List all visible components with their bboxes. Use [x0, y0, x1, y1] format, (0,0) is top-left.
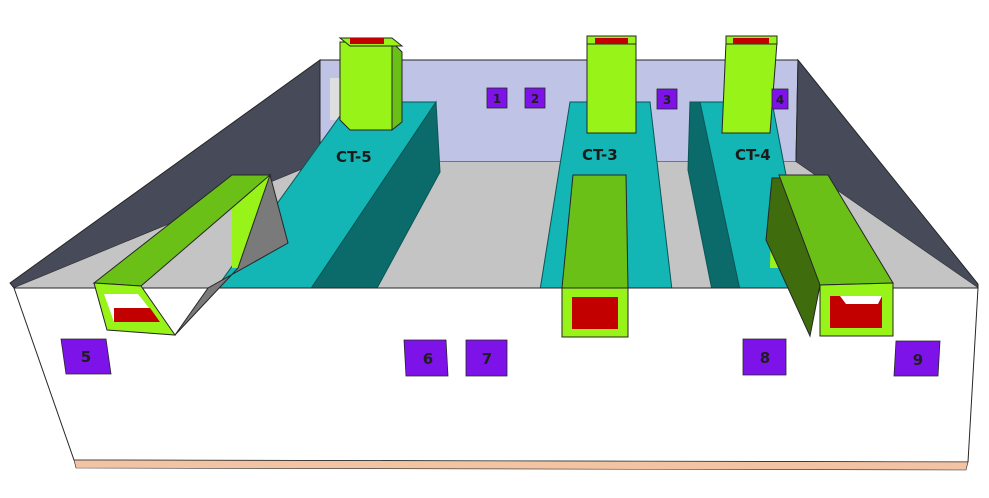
svg-text:7: 7	[482, 350, 492, 368]
svg-text:4: 4	[776, 93, 784, 107]
stack-ct3	[586, 35, 637, 134]
svg-text:5: 5	[81, 348, 91, 366]
marker-7: 7	[465, 339, 508, 377]
marker-2: 2	[524, 87, 546, 109]
marker-6: 6	[403, 339, 449, 377]
duct-ct3	[561, 174, 629, 338]
marker-8: 8	[742, 338, 787, 376]
svg-text:6: 6	[423, 350, 433, 368]
marker-9: 9	[893, 340, 941, 377]
svg-text:9: 9	[913, 351, 923, 369]
marker-4: 4	[771, 88, 789, 110]
duct-ct4	[765, 174, 894, 338]
svg-text:2: 2	[531, 92, 539, 106]
label-ct3: CT-3	[582, 146, 618, 164]
svg-text:1: 1	[493, 92, 501, 106]
label-ct5: CT-5	[336, 148, 372, 166]
marker-1: 1	[486, 87, 508, 109]
stack-ct4	[721, 35, 778, 134]
label-ct4: CT-4	[735, 146, 771, 164]
marker-3: 3	[656, 88, 678, 110]
svg-text:3: 3	[663, 93, 671, 107]
duct-ct5	[92, 173, 289, 336]
front-wall-base	[73, 459, 969, 471]
svg-text:8: 8	[760, 349, 770, 367]
stack-ct5	[338, 37, 404, 132]
marker-5: 5	[60, 338, 112, 375]
